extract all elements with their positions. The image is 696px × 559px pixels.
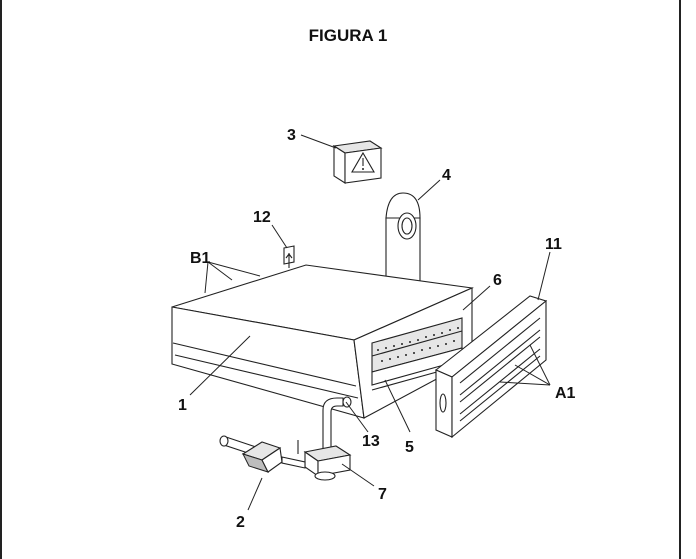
feed-pipe — [322, 396, 352, 451]
left-border-rule — [0, 0, 2, 559]
right-border-rule — [679, 0, 681, 559]
label-5: 5 — [405, 439, 414, 456]
label-A1: A1 — [555, 385, 576, 402]
figure-title: FIGURA 1 — [308, 26, 388, 45]
label-12: 12 — [253, 209, 271, 226]
label-11: 11 — [545, 236, 562, 253]
label-2: 2 — [236, 514, 245, 531]
label-4: 4 — [442, 167, 451, 184]
label-6: 6 — [493, 272, 502, 289]
connector-block — [303, 445, 352, 481]
label-3: 3 — [287, 127, 296, 144]
warning-box — [332, 140, 383, 185]
label-13: 13 — [362, 433, 380, 450]
label-1: 1 — [178, 397, 187, 414]
vent-holes — [377, 327, 459, 362]
burner-nozzle — [219, 435, 306, 473]
main-box — [171, 264, 474, 419]
grille-door — [434, 295, 548, 439]
label-7: 7 — [378, 486, 387, 503]
leader-lines — [189, 134, 551, 511]
warning-triangle-icon — [351, 151, 375, 173]
sensor-probe — [283, 245, 295, 268]
label-B1: B1 — [190, 250, 211, 267]
